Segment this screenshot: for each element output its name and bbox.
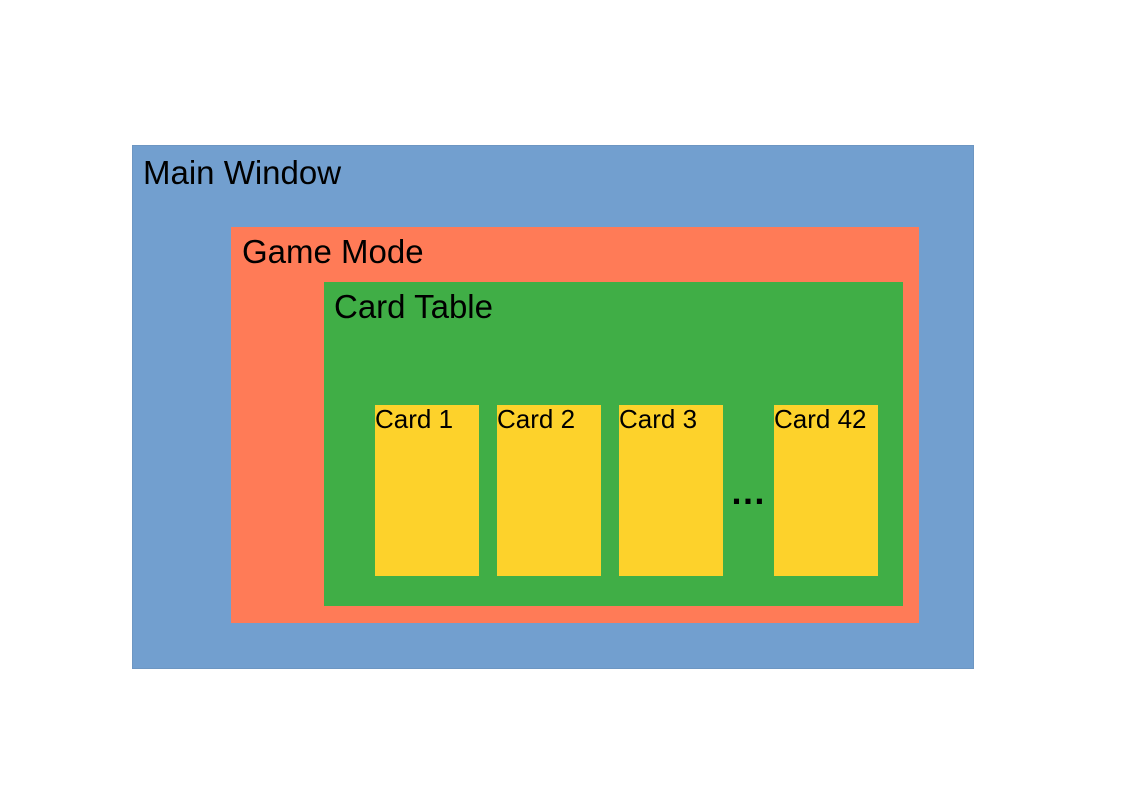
card-2-label: Card 2 <box>497 404 576 434</box>
card-3-label: Card 3 <box>619 404 698 434</box>
main-window-label: Main Window <box>143 154 342 191</box>
cards-ellipsis: … <box>730 471 767 512</box>
card-1-box: Card 1 <box>375 405 479 576</box>
main-window-box: Main Window Game Mode Card Table Card 1 … <box>132 145 974 669</box>
card-table-label: Card Table <box>334 288 493 325</box>
card-table-box: Card Table Card 1 Card 2 Card 3 … Card 4… <box>324 282 903 606</box>
card-3-box: Card 3 <box>619 405 723 576</box>
game-mode-label: Game Mode <box>242 233 424 270</box>
card-1-label: Card 1 <box>375 404 454 434</box>
card-42-box: Card 42 <box>774 405 878 576</box>
game-mode-box: Game Mode Card Table Card 1 Card 2 Card … <box>231 227 919 623</box>
card-2-box: Card 2 <box>497 405 601 576</box>
card-42-label: Card 42 <box>774 404 867 434</box>
